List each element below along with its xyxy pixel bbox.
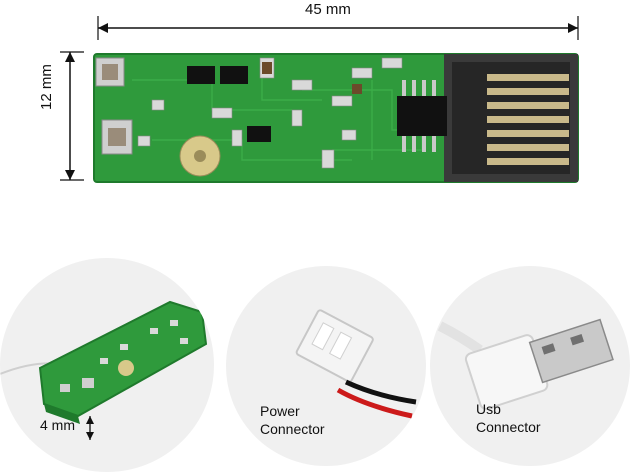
usb-connector-photo — [430, 266, 630, 466]
usb-connector-image — [437, 318, 614, 410]
power-label-line2: Connector — [260, 421, 325, 437]
usb-label-line2: Connector — [476, 419, 541, 435]
pcb-top-view — [93, 53, 579, 183]
height-dimension-arrow — [60, 51, 84, 181]
width-label: 45 mm — [305, 1, 351, 18]
usb-label-line1: Usb — [476, 401, 501, 417]
power-connector-label: Power Connector — [260, 402, 325, 438]
width-dimension-arrow — [97, 16, 579, 40]
usb-connector-label: Usb Connector — [476, 400, 541, 436]
power-connector-image — [295, 309, 417, 419]
thickness-label: 4 mm — [40, 417, 75, 433]
angled-board-photo — [0, 258, 214, 472]
power-label-line1: Power — [260, 403, 300, 419]
pcb-angled-view — [0, 300, 208, 440]
height-label: 12 mm — [38, 64, 55, 110]
power-connector-photo — [226, 266, 426, 466]
